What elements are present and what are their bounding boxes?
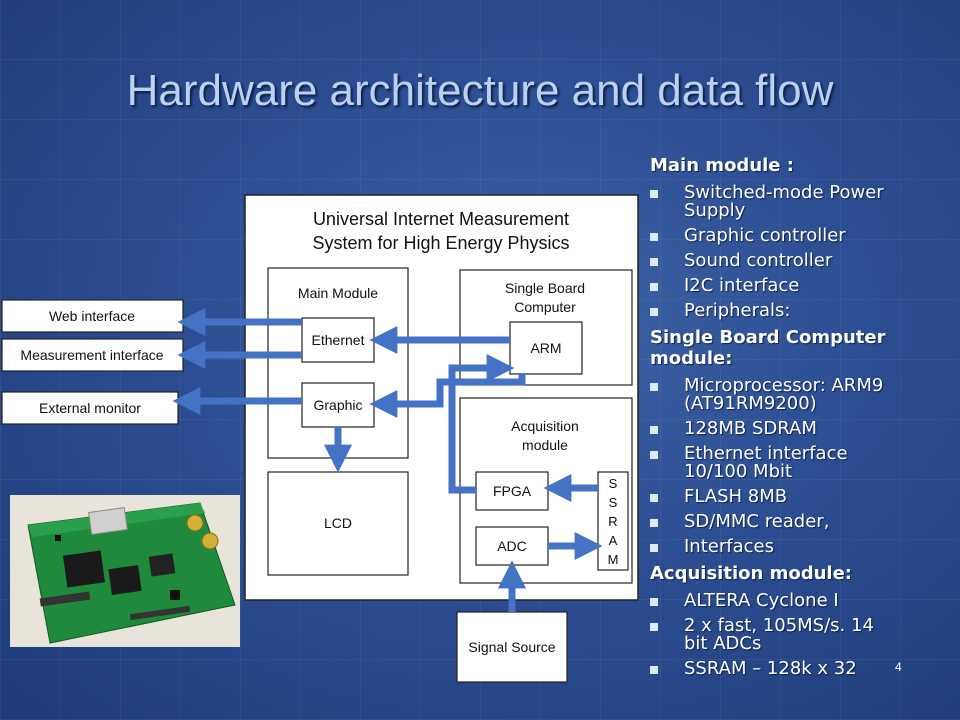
external-monitor-box bbox=[1, 391, 179, 425]
fpga-label: FPGA bbox=[493, 483, 532, 499]
graphic-label: Graphic bbox=[313, 397, 362, 413]
web-interface-box bbox=[1, 299, 184, 333]
arm-label: ARM bbox=[530, 340, 561, 356]
lcd-label: LCD bbox=[324, 515, 352, 531]
acquisition-label-line1: Acquisition bbox=[511, 418, 579, 434]
ssram-box bbox=[597, 471, 629, 571]
list-item: SSRAM – 128k x 32 bbox=[650, 660, 950, 678]
list-item: Graphic controller bbox=[650, 227, 950, 245]
ssram-letter: M bbox=[608, 552, 619, 567]
arrow-fpga-to-arm bbox=[448, 354, 515, 494]
list-item: Sound controller bbox=[650, 252, 950, 270]
list-item: ALTERA Cyclone I bbox=[650, 592, 950, 610]
signal-source-box bbox=[456, 611, 568, 683]
main-module-label: Main Module bbox=[298, 285, 378, 301]
graphic-box bbox=[301, 382, 375, 428]
fpga-box bbox=[475, 471, 549, 511]
sbc-label-line2: Computer bbox=[514, 299, 576, 315]
sbc-module-list: Microprocessor: ARM9(AT91RM9200) 128MB S… bbox=[650, 377, 950, 556]
adc-label: ADC bbox=[497, 538, 527, 554]
system-title-line1: Universal Internet Measurement bbox=[313, 209, 569, 229]
lcd-box bbox=[267, 471, 409, 576]
system-title-line2: System for High Energy Physics bbox=[312, 233, 569, 253]
list-item: Peripherals: bbox=[650, 302, 950, 320]
sbc-label-line1: Single Board bbox=[505, 280, 585, 296]
ssram-letter: S bbox=[609, 476, 618, 491]
ssram-letter: S bbox=[609, 495, 618, 510]
list-item: Interfaces bbox=[650, 538, 950, 556]
ssram-letter: R bbox=[608, 514, 617, 529]
adc-box bbox=[475, 526, 549, 566]
arrow-arm-to-graphic bbox=[369, 374, 526, 418]
slide-title: Hardware architecture and data flow bbox=[126, 66, 834, 115]
list-item: I2C interface bbox=[650, 277, 950, 295]
main-module-heading: Main module : bbox=[650, 155, 794, 176]
web-interface-label: Web interface bbox=[49, 308, 135, 324]
board-photo bbox=[10, 495, 240, 647]
signal-source-label: Signal Source bbox=[468, 639, 555, 655]
external-monitor-label: External monitor bbox=[39, 400, 141, 416]
ssram-letter: A bbox=[609, 533, 618, 548]
list-item: SD/MMC reader, bbox=[650, 513, 950, 531]
measurement-interface-label: Measurement interface bbox=[20, 347, 163, 363]
measurement-interface-box bbox=[1, 338, 184, 372]
acquisition-label-line2: module bbox=[522, 437, 568, 453]
list-item: FLASH 8MB bbox=[650, 488, 950, 506]
list-item: 128MB SDRAM bbox=[650, 420, 950, 438]
arm-box bbox=[509, 321, 583, 375]
acquisition-module-heading: Acquisition module: bbox=[650, 563, 852, 584]
ethernet-label: Ethernet bbox=[312, 332, 365, 348]
list-item: Microprocessor: ARM9(AT91RM9200) bbox=[650, 377, 950, 413]
page-number: 4 bbox=[895, 660, 902, 674]
